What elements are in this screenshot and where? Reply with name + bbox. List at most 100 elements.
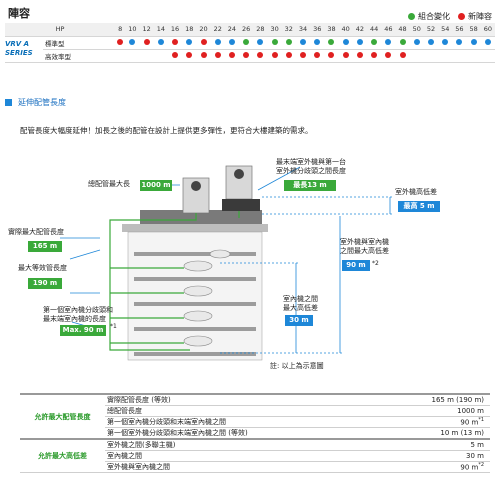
dot-cell — [239, 49, 254, 63]
lineup-row: 高效率型 — [5, 49, 495, 63]
availability-dot-icon — [214, 38, 221, 45]
outdoor-unit-right — [222, 165, 260, 211]
dot-cell — [324, 36, 339, 50]
availability-dot-icon — [371, 38, 378, 45]
indoor-units — [183, 249, 231, 347]
branch-label-2: 最末端室內機的長度 — [43, 315, 106, 323]
dot-cell — [310, 36, 325, 50]
red-dot-icon — [458, 13, 465, 20]
hp-cell: 12 — [139, 23, 154, 37]
hp-cell: 50 — [409, 23, 424, 37]
total-pipe-label: 總配管最大長 — [88, 180, 130, 188]
availability-dot-icon — [117, 38, 124, 45]
oi-diff-label-1: 室外機與室內機 — [340, 238, 389, 246]
hp-cell: 34 — [295, 23, 311, 37]
availability-dot-icon — [228, 51, 235, 58]
dot-cell — [423, 49, 439, 63]
oi-diff-value: 90 m — [342, 260, 370, 271]
dot-cell — [224, 49, 240, 63]
equiv-max-label: 最大等效管長度 — [18, 264, 67, 272]
branch-value: Max. 90 m — [60, 325, 106, 336]
availability-dot-icon — [243, 51, 250, 58]
availability-dot-icon — [342, 38, 349, 45]
branch-label-1: 第一個室內機分歧頭和 — [43, 306, 113, 314]
spec-value-text: 10 m (13 m) — [440, 429, 484, 437]
hp-cell: 14 — [153, 23, 168, 37]
dot-cell — [115, 36, 126, 50]
green-dot-icon — [408, 13, 415, 20]
availability-dot-icon — [200, 51, 207, 58]
dot-cell — [395, 36, 410, 50]
availability-dot-icon — [428, 38, 434, 45]
dot-cell — [139, 49, 154, 63]
availability-dot-icon — [285, 51, 292, 58]
hp-cell: 60 — [480, 23, 495, 37]
row-label: 高效率型 — [43, 49, 115, 63]
hp-cell: 16 — [167, 23, 183, 37]
dot-cell — [125, 36, 140, 50]
availability-dot-icon — [129, 38, 136, 45]
availability-dot-icon — [257, 38, 264, 45]
dot-cell — [267, 36, 282, 50]
availability-dot-icon — [385, 51, 392, 58]
hp-cell: 32 — [281, 23, 296, 37]
spec-row: 室外機與室內機之間 90 m*2 — [20, 461, 490, 473]
hp-cell: 26 — [239, 23, 254, 37]
spec-value: 165 m (190 m) — [370, 393, 490, 406]
availability-dot-icon — [442, 38, 449, 45]
dot-cell — [395, 49, 410, 63]
dot-cell — [115, 49, 126, 63]
dot-cell — [153, 36, 168, 50]
spec-footnote: *1 — [478, 417, 484, 424]
dot-cell — [125, 49, 140, 63]
spec-label: 室外機與室內機之間 — [105, 461, 370, 473]
hp-cell: 58 — [466, 23, 481, 37]
availability-dot-icon — [300, 51, 307, 58]
hp-cell: 30 — [267, 23, 282, 37]
dot-cell — [239, 36, 254, 50]
availability-dot-icon — [385, 38, 392, 45]
ii-diff-label-2: 最大高低差 — [283, 304, 318, 312]
spec-label: 第一個室外機分歧頭和末端室內機之間 (等效) — [105, 427, 370, 440]
section-marker-icon — [5, 99, 12, 106]
oi-diff-label-2: 之間最大高低差 — [340, 247, 389, 255]
dot-cell — [352, 49, 368, 63]
dot-cell — [310, 49, 325, 63]
availability-dot-icon — [157, 38, 164, 45]
spec-value: 1000 m — [370, 405, 490, 417]
hp-cell: 18 — [182, 23, 197, 37]
series-label: VRV A SERIES — [5, 36, 43, 63]
dot-cell — [182, 49, 197, 63]
spec-label: 第一個室內機分歧頭和末端室內機之間 — [105, 416, 370, 428]
availability-dot-icon — [172, 51, 179, 58]
hp-cell: 52 — [423, 23, 439, 37]
pipe-lines — [109, 211, 240, 351]
dot-cell — [182, 36, 197, 50]
spec-value-text: 165 m (190 m) — [431, 396, 485, 404]
piping-diagram: 總配管最大長 1000 m 最末端室外機與第一台 室外機分歧頭之間長度 最長13… — [0, 150, 500, 375]
availability-dot-icon — [243, 38, 250, 45]
dot-cell — [452, 36, 467, 50]
outdoor-diff-value: 最高 5 m — [398, 201, 440, 212]
hp-cell: 46 — [381, 23, 396, 37]
dot-cell — [210, 36, 225, 50]
spec-value: 90 m*1 — [370, 416, 490, 428]
spec-footnote: *2 — [478, 462, 484, 469]
availability-dot-icon — [285, 38, 292, 45]
dot-cell — [167, 49, 183, 63]
dot-cell — [253, 49, 268, 63]
dot-cell — [281, 36, 296, 50]
hp-cell: 10 — [125, 23, 140, 37]
dot-cell — [324, 49, 339, 63]
spec-label: 室外機之間(多聯主機) — [105, 438, 370, 451]
legend: 組合變化 新陣容 — [408, 11, 492, 22]
hp-cell: 24 — [224, 23, 240, 37]
spec-value-text: 90 m — [460, 463, 479, 472]
outdoor-diff-label: 室外機高低差 — [395, 188, 437, 196]
legend-item-new: 新陣容 — [458, 11, 492, 22]
spec-row: 允許最大配管長度實際配管長度 (等效)165 m (190 m) — [20, 393, 490, 440]
